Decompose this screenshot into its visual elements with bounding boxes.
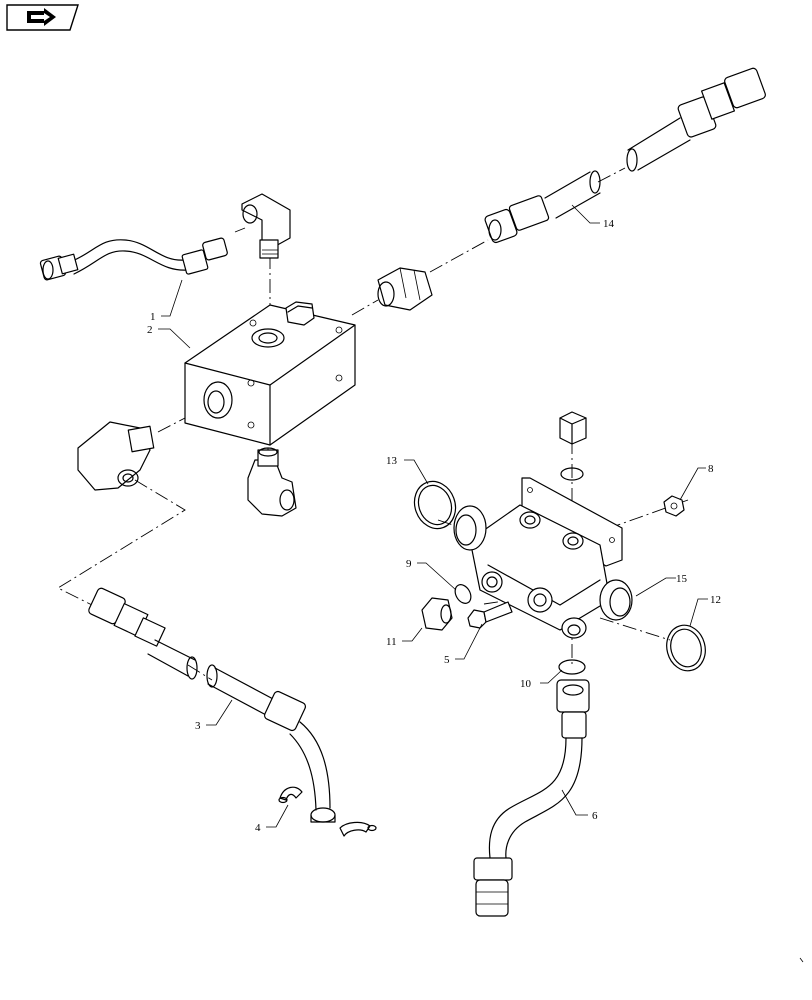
corner-mark bbox=[799, 957, 804, 963]
o-ring-10 bbox=[558, 659, 586, 675]
hose-assembly-3 bbox=[88, 587, 336, 823]
o-ring-12 bbox=[666, 624, 706, 672]
clamps-4 bbox=[278, 786, 377, 837]
callout-13: 13 bbox=[386, 455, 398, 467]
nut-8 bbox=[663, 495, 685, 517]
manifold-assembly bbox=[453, 477, 633, 639]
straight-adapter bbox=[377, 267, 433, 311]
callout-2: 2 bbox=[147, 324, 153, 336]
callout-4: 4 bbox=[255, 822, 261, 834]
callout-8: 8 bbox=[708, 463, 714, 475]
hose-assembly-1 bbox=[39, 237, 228, 281]
elbow-fitting-left bbox=[77, 421, 155, 491]
callout-5: 5 bbox=[444, 654, 450, 666]
callout-14: 14 bbox=[603, 218, 615, 230]
hose-assembly-6 bbox=[473, 679, 590, 917]
callout-10: 10 bbox=[520, 678, 532, 690]
callout-9: 9 bbox=[406, 558, 412, 570]
next-page-arrow-icon bbox=[27, 8, 56, 26]
hex-plug-top bbox=[559, 411, 587, 445]
callout-6: 6 bbox=[592, 810, 598, 822]
elbow-fitting-bottom bbox=[247, 447, 297, 517]
elbow-fitting-top bbox=[241, 193, 291, 259]
o-ring-top bbox=[560, 467, 584, 481]
bolt-5 bbox=[467, 601, 513, 629]
next-page-button[interactable] bbox=[6, 4, 79, 31]
callout-15: 15 bbox=[676, 573, 688, 585]
valve-block bbox=[184, 301, 356, 446]
callout-3: 3 bbox=[195, 720, 201, 732]
leader-lines bbox=[158, 204, 708, 828]
o-ring-9 bbox=[454, 584, 472, 604]
callout-1: 1 bbox=[150, 311, 156, 323]
callout-11: 11 bbox=[386, 636, 397, 648]
callout-labels: 1 2 3 4 5 6 8 9 10 11 12 13 14 15 bbox=[147, 218, 721, 834]
cap-11 bbox=[421, 597, 453, 631]
hose-assembly-14 bbox=[484, 67, 766, 244]
callout-12: 12 bbox=[710, 594, 721, 606]
